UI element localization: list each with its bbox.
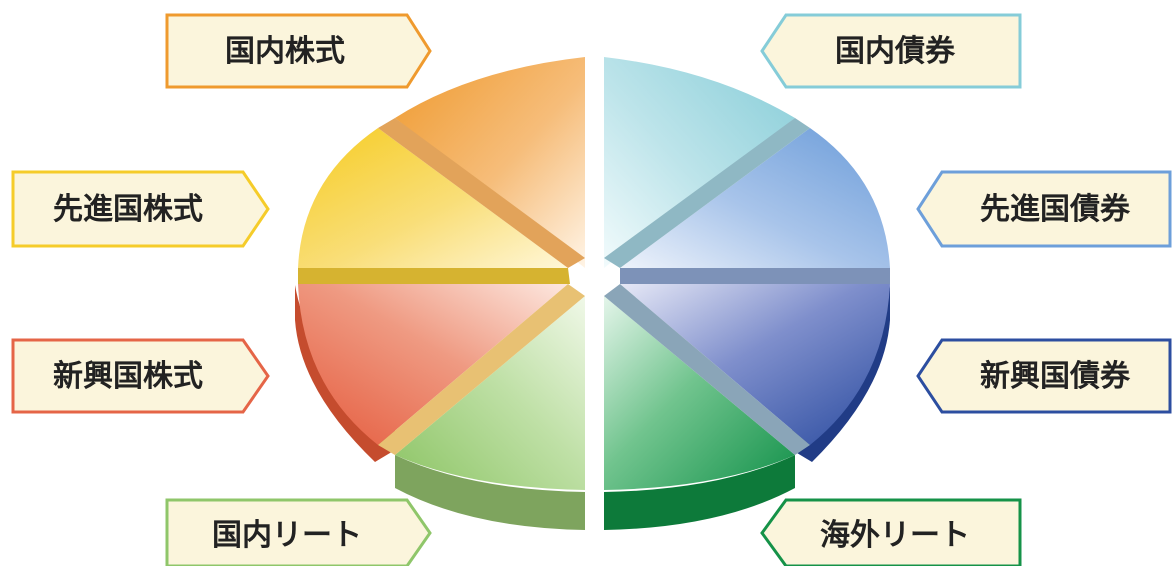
segment-emerging-stocks xyxy=(298,284,568,445)
label-text: 国内株式 xyxy=(225,34,345,69)
separator xyxy=(378,118,585,268)
side-wall-darkgreen xyxy=(604,455,795,530)
label-text: 国内債券 xyxy=(835,34,956,69)
label-developed-stocks: 先進国株式 xyxy=(11,170,270,248)
label-text: 海外リート xyxy=(820,518,970,553)
segment-domestic-reit xyxy=(395,296,585,490)
segment-developed-stocks xyxy=(298,128,568,268)
separator xyxy=(604,284,810,455)
label-emerging-stocks: 新興国株式 xyxy=(11,338,270,414)
label-domestic-reit: 国内リート xyxy=(165,498,432,566)
label-text: 国内リート xyxy=(212,518,362,553)
label-domestic-bonds: 国内債券 xyxy=(760,13,1022,89)
segment-domestic-stocks xyxy=(395,57,585,268)
separator xyxy=(378,284,585,455)
segment-emerging-bonds xyxy=(620,284,890,445)
label-text: 先進国債券 xyxy=(980,192,1131,227)
right-half xyxy=(604,57,890,530)
segment-domestic-bonds xyxy=(604,57,795,268)
label-domestic-stocks: 国内株式 xyxy=(165,13,432,89)
segment-developed-bonds xyxy=(620,128,890,268)
left-half xyxy=(295,57,585,530)
label-developed-bonds: 先進国債券 xyxy=(916,170,1172,248)
label-text: 先進国株式 xyxy=(53,192,203,227)
side-wall-lightgreen xyxy=(395,455,585,530)
label-emerging-bonds: 新興国債券 xyxy=(916,338,1172,414)
segment-foreign-reit xyxy=(604,296,795,490)
separator xyxy=(604,118,810,268)
label-text: 新興国株式 xyxy=(53,359,203,394)
label-foreign-reit: 海外リート xyxy=(760,498,1022,566)
separator xyxy=(298,268,570,284)
separator xyxy=(620,268,890,284)
label-text: 新興国債券 xyxy=(980,359,1131,394)
